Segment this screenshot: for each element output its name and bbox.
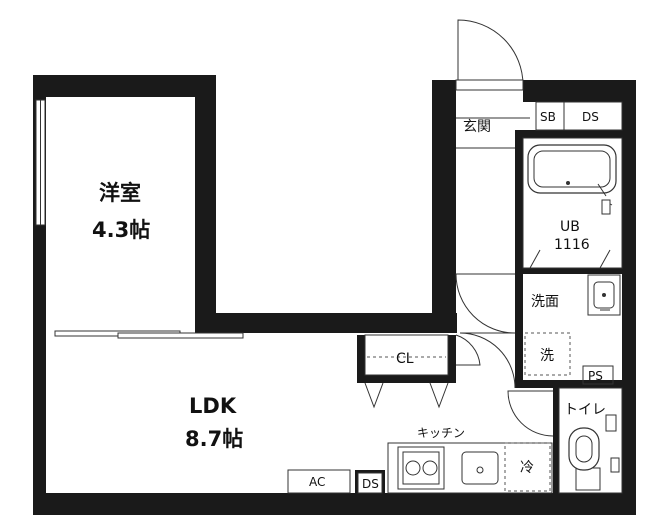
duct-space-top-label: DS <box>582 110 599 124</box>
toilet-label: トイレ <box>564 402 606 418</box>
air-conditioner-label: AC <box>309 475 325 489</box>
shoe-box-label: SB <box>540 110 556 124</box>
washer-space <box>524 332 571 376</box>
fridge-label: 冷 <box>520 460 534 476</box>
washer-label: 洗 <box>540 348 554 364</box>
entrance-door <box>455 19 530 149</box>
air-conditioner-box <box>287 469 351 494</box>
closet-label: CL <box>396 351 414 367</box>
ldk-size: 8.7帖 <box>185 427 243 451</box>
washbasin-label: 洗面 <box>531 294 559 310</box>
fridge-space <box>504 442 551 492</box>
ldk-name: LDK <box>189 394 237 418</box>
unit-bath-size: 1116 <box>554 237 590 253</box>
kitchen-label: キッチン <box>417 426 465 440</box>
sliding-door-western <box>54 330 244 339</box>
toilet-door <box>507 390 554 437</box>
walls <box>33 75 636 515</box>
pipe-space-label: PS <box>588 369 603 383</box>
duct-space-bottom-label: DS <box>362 477 379 491</box>
washroom-door <box>459 332 516 389</box>
duct-space-bottom-box <box>357 472 383 494</box>
western-room-name: 洋室 <box>99 181 141 205</box>
western-room-size: 4.3帖 <box>92 218 150 242</box>
entrance-label: 玄関 <box>463 118 491 135</box>
window-left <box>35 99 46 226</box>
washbasin <box>587 274 621 316</box>
closet <box>364 334 481 409</box>
pipe-space-box <box>582 365 614 385</box>
unit-bath <box>522 137 623 269</box>
unit-bath-label: UB <box>560 219 580 235</box>
bath-door <box>455 273 516 334</box>
duct-space-top-box <box>563 101 623 131</box>
toilet <box>558 387 623 494</box>
kitchen-counter <box>387 442 553 494</box>
